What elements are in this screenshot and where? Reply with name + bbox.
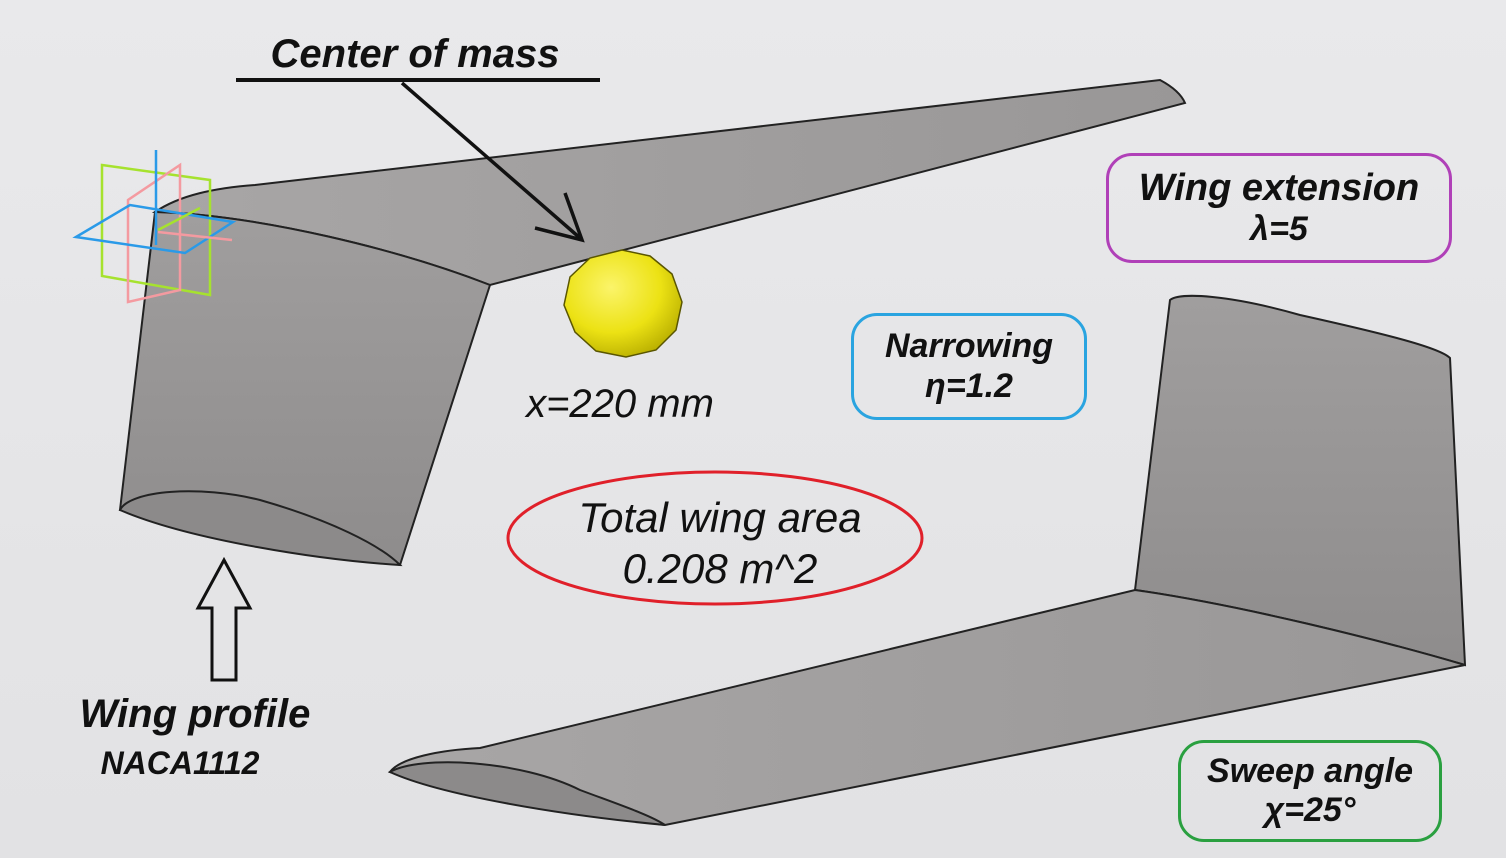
- coordinate-axes-icon: [72, 150, 237, 304]
- extension-value: λ=5: [1250, 210, 1308, 249]
- center-of-mass-sphere: [563, 249, 683, 358]
- extension-title: Wing extension: [1138, 166, 1420, 209]
- wing-profile-title: Wing profile: [79, 692, 311, 736]
- narrowing-value: η=1.2: [925, 366, 1013, 405]
- extension-box: Wing extension λ=5: [1106, 153, 1452, 263]
- total-area-ellipse: [506, 470, 924, 606]
- com-position-label: x=220 mm: [526, 382, 714, 426]
- wing-1-root-airfoil: [118, 490, 403, 567]
- center-of-mass-label: Center of mass: [270, 32, 560, 76]
- wing-profile-arrow: [195, 556, 253, 682]
- narrowing-title: Narrowing: [884, 327, 1054, 366]
- center-of-mass-arrowhead: [534, 192, 585, 243]
- sweep-box: Sweep angle χ=25°: [1178, 740, 1442, 842]
- sweep-value: χ=25°: [1264, 791, 1356, 829]
- narrowing-box: Narrowing η=1.2: [851, 313, 1087, 420]
- sweep-title: Sweep angle: [1207, 751, 1413, 790]
- wing-2-tip-airfoil: [387, 761, 666, 826]
- total-area-title: Total wing area: [578, 494, 862, 541]
- total-area-value: 0.208 m^2: [622, 545, 818, 592]
- wing-profile-value: NACA1112: [100, 745, 260, 781]
- center-of-mass-arrow: [400, 81, 582, 240]
